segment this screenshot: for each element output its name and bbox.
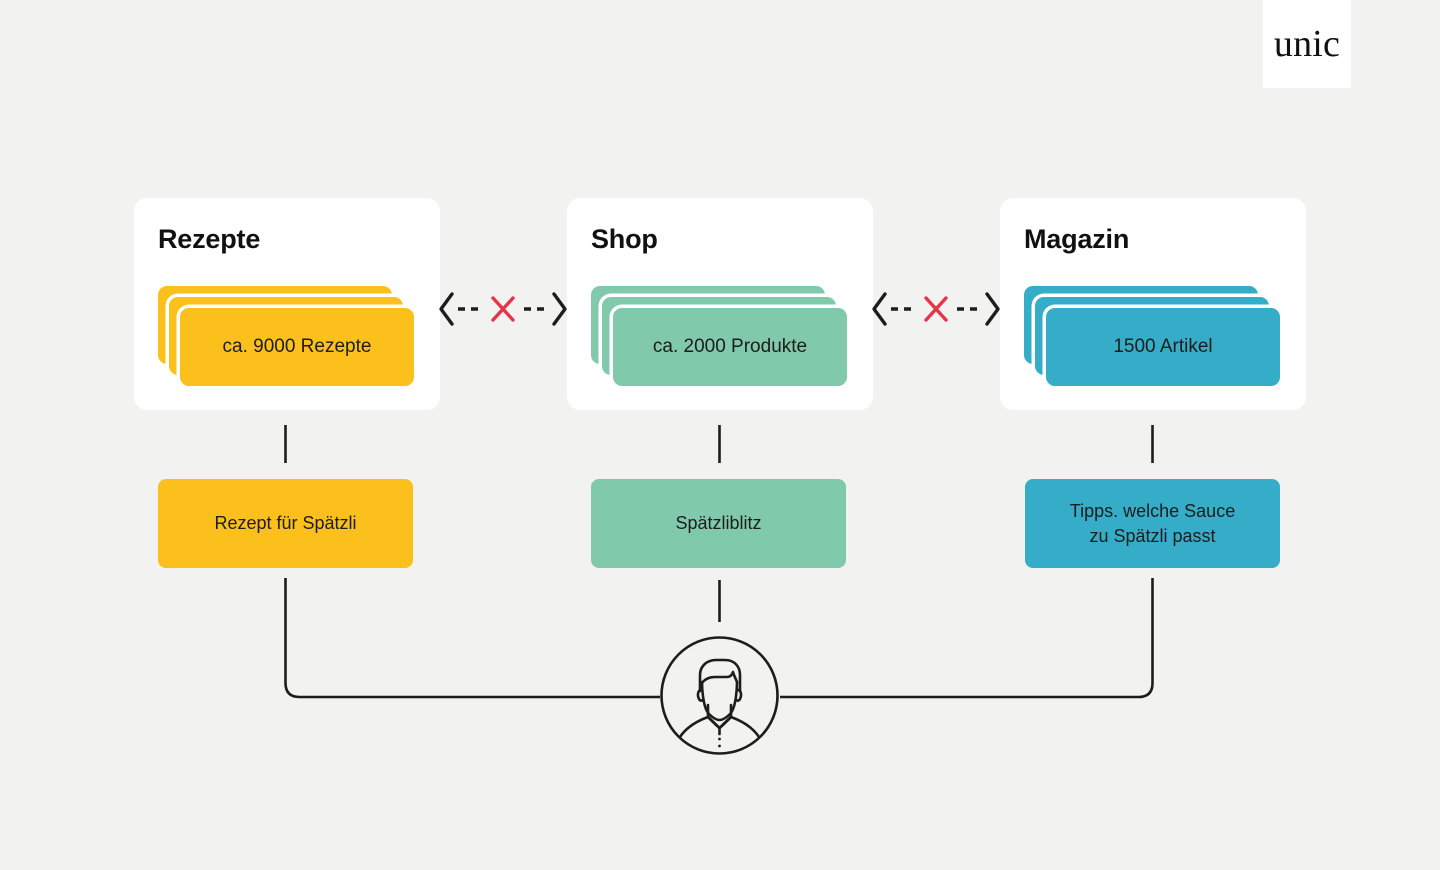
source-card-shop: Shop ca. 2000 Produkte xyxy=(567,198,873,410)
result-label-shop: Spätzliblitz xyxy=(675,513,762,534)
card-title-shop: Shop xyxy=(591,224,658,254)
result-label-magazin-line2: zu Spätzli passt xyxy=(1089,525,1216,546)
stack-count-label-magazin: 1500 Artikel xyxy=(1113,336,1213,357)
stack-layer-front: 1500 Artikel xyxy=(1046,308,1280,386)
card-stack-magazin: 1500 Artikel xyxy=(1024,286,1284,386)
stack-count-label-rezepte: ca. 9000 Rezepte xyxy=(222,336,372,357)
result-label-magazin-line1: Tipps. welche Sauce xyxy=(1069,501,1236,522)
stack-count-label-shop: ca. 2000 Produkte xyxy=(652,336,808,357)
source-card-magazin: Magazin 1500 Artikel xyxy=(1000,198,1306,410)
result-box-rezepte: Rezept für Spätzli xyxy=(158,479,413,568)
card-title-magazin: Magazin xyxy=(1024,224,1130,254)
card-stack-shop: ca. 2000 Produkte xyxy=(591,286,851,386)
unic-logo: unic xyxy=(1263,0,1351,88)
source-card-rezepte: Rezepte ca. 9000 Rezepte xyxy=(134,198,440,410)
stack-layer-front: ca. 2000 Produkte xyxy=(613,308,847,386)
result-box-shop: Spätzliblitz xyxy=(591,479,846,568)
result-label-rezepte: Rezept für Spätzli xyxy=(214,513,357,534)
person-avatar-icon xyxy=(659,635,780,756)
blocked-connector-rezepte-shop xyxy=(438,286,568,332)
blocked-connector-shop-magazin xyxy=(871,286,1001,332)
card-title-rezepte: Rezepte xyxy=(158,224,261,254)
card-stack-rezepte: ca. 9000 Rezepte xyxy=(158,286,418,386)
unic-logo-text: unic xyxy=(1273,23,1341,65)
stack-layer-front: ca. 9000 Rezepte xyxy=(180,308,414,386)
result-box-magazin: Tipps. welche Sauce zu Spätzli passt xyxy=(1025,479,1280,568)
result-label-magazin: Tipps. welche Sauce zu Spätzli passt xyxy=(1060,499,1245,548)
